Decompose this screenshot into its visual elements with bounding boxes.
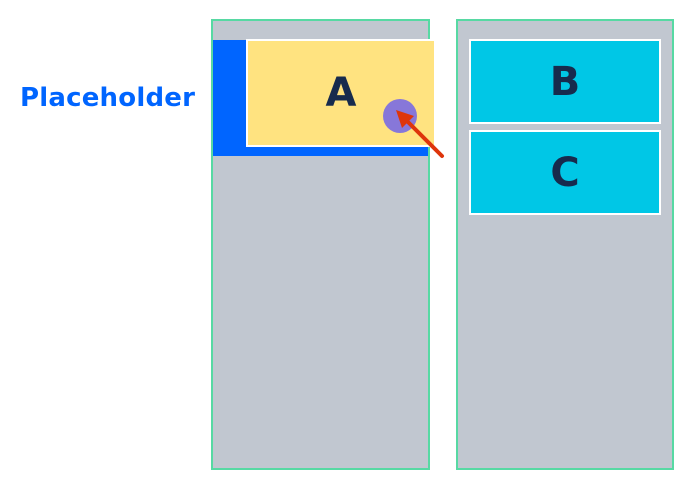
pointer-arrow-icon	[396, 110, 444, 158]
card-c-label: C	[550, 149, 580, 196]
card-a-label: A	[325, 70, 357, 116]
card-c[interactable]: C	[469, 130, 661, 215]
card-b[interactable]: B	[469, 39, 661, 124]
placeholder-label: Placeholder	[20, 83, 196, 113]
card-b-label: B	[549, 58, 581, 105]
